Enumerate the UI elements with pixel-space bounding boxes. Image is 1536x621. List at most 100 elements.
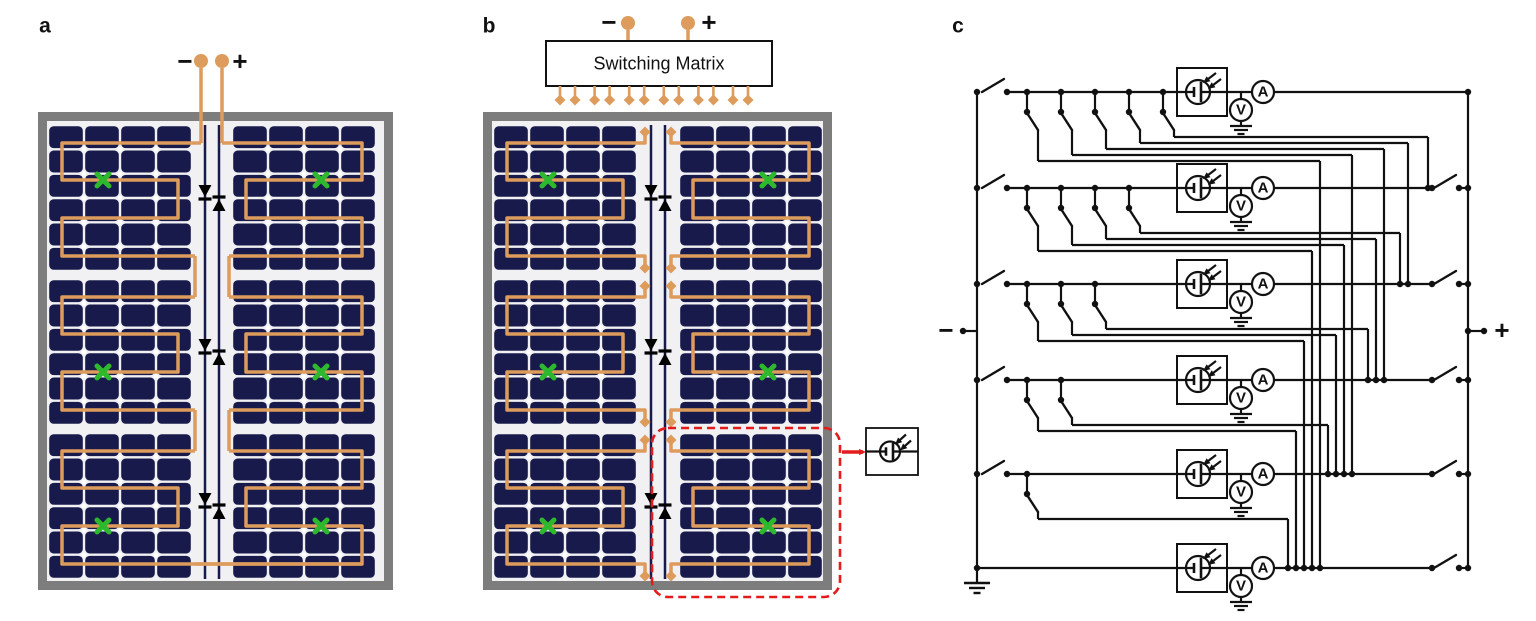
- pv-cell-symbol-icon: [1177, 168, 1227, 202]
- bus-connect-switch: [1432, 269, 1463, 288]
- ground-icon: [1230, 313, 1252, 328]
- matrix-tap-diamond-icon: [673, 94, 685, 106]
- pv-cell-symbol-icon: [1177, 72, 1227, 106]
- hotspot-mark-icon: [94, 171, 112, 189]
- wire-terminal-diamond-icon: [639, 126, 651, 138]
- wire-terminal-diamond-icon: [665, 262, 677, 274]
- matrix-tap-diamond-icon: [727, 94, 739, 106]
- plus-terminal-label: +: [232, 46, 247, 76]
- ammeter-label: A: [1258, 84, 1269, 101]
- crossbar-switch: [1023, 470, 1040, 514]
- pv-cell-symbol-icon: [1177, 454, 1227, 488]
- crossbar-switch: [1091, 280, 1108, 324]
- hotspot-mark-icon: [759, 171, 777, 189]
- hotspot-mark-icon: [312, 171, 330, 189]
- matrix-terminals: −+: [601, 7, 717, 41]
- crossbar-switch: [1057, 280, 1074, 324]
- ammeter: A: [1250, 367, 1276, 393]
- panel-b-switching-matrix-diagram: b−+Switching Matrix: [483, 7, 919, 599]
- panel-a-label: a: [39, 15, 51, 38]
- crossbar-switch: [1023, 280, 1040, 324]
- panel-terminals: −+: [177, 46, 247, 76]
- pv-submodule: [680, 434, 822, 578]
- bypass-diode-pair: [198, 493, 226, 519]
- submodule-highlight: [650, 426, 919, 599]
- hotspot-mark-icon: [759, 517, 777, 535]
- bus-connect-switch: [1432, 459, 1463, 478]
- minus-terminal-label: −: [601, 7, 616, 37]
- crossbar-switch: [1125, 184, 1142, 228]
- wire-terminal-diamond-icon: [639, 280, 651, 292]
- minus-terminal-label: −: [177, 46, 192, 76]
- row-select-switch: [980, 459, 1011, 478]
- pv-cell-symbol-icon: [866, 433, 918, 463]
- matrix-tap-diamond-icon: [658, 94, 670, 106]
- hotspot-mark-icon: [312, 363, 330, 381]
- module-row: [973, 77, 1177, 96]
- crossbar-switch: [1023, 88, 1040, 132]
- module-instruments: VA: [1176, 67, 1472, 136]
- panel-a-module-diagram: a−+: [38, 15, 393, 590]
- matrix-tap-diamond-icon: [604, 94, 616, 106]
- minus-terminal-label: −: [938, 315, 953, 345]
- voltmeter-label: V: [1236, 198, 1246, 215]
- pv-submodule: [494, 434, 636, 578]
- crossbar-switch: [1023, 184, 1040, 228]
- routing-wires: [1023, 88, 1432, 572]
- bypass-diode-pair: [198, 339, 226, 365]
- pv-submodule: [680, 280, 822, 424]
- row-select-switch: [980, 269, 1011, 288]
- voltmeter-label: V: [1236, 578, 1246, 595]
- voltmeter: V: [1228, 284, 1254, 328]
- ammeter: A: [1250, 175, 1276, 201]
- pv-cell-symbol-icon: [1177, 360, 1227, 394]
- row-select-switch: [980, 77, 1011, 96]
- hotspot-mark-icon: [94, 363, 112, 381]
- module-instruments: VA: [1176, 449, 1472, 518]
- matrix-taps: [554, 86, 754, 106]
- bus-connect-switch: [1432, 553, 1463, 572]
- ammeter: A: [1250, 461, 1276, 487]
- voltmeter: V: [1228, 568, 1254, 612]
- matrix-tap-diamond-icon: [623, 94, 635, 106]
- module-instruments: VA: [1176, 355, 1472, 424]
- ground-icon: [1230, 217, 1252, 232]
- wire-terminal-diamond-icon: [665, 280, 677, 292]
- matrix-tap-diamond-icon: [742, 94, 754, 106]
- module-row: [973, 365, 1177, 384]
- pv-submodule: [49, 126, 191, 270]
- wire-terminal-diamond-icon: [665, 570, 677, 582]
- voltmeter-label: V: [1236, 484, 1246, 501]
- hotspot-mark-icon: [312, 517, 330, 535]
- module-row: [973, 459, 1177, 478]
- bypass-diode-pair: [644, 185, 672, 211]
- ground-icon: [1230, 121, 1252, 136]
- matrix-tap-diamond-icon: [569, 94, 581, 106]
- ammeter: A: [1250, 79, 1276, 105]
- voltmeter-label: V: [1236, 102, 1246, 119]
- switching-matrix-label: Switching Matrix: [593, 54, 724, 74]
- wire-terminal-diamond-icon: [639, 262, 651, 274]
- plus-terminal-label: +: [701, 7, 716, 37]
- hotspot-mark-icon: [539, 363, 557, 381]
- wire-terminal-diamond-icon: [665, 126, 677, 138]
- bypass-diode-pair: [198, 185, 226, 211]
- crossbar-switch: [1125, 88, 1142, 132]
- ground-icon: [964, 581, 990, 595]
- crossbar-switch: [1091, 184, 1108, 228]
- crossbar-switch: [1091, 88, 1108, 132]
- ammeter-label: A: [1258, 276, 1269, 293]
- voltmeter-label: V: [1236, 294, 1246, 311]
- wire-terminal-diamond-icon: [665, 416, 677, 428]
- wire-terminal-diamond-icon: [665, 434, 677, 446]
- string-wiring: [505, 126, 811, 582]
- ammeter-label: A: [1258, 560, 1269, 577]
- crossbar-switch: [1057, 376, 1074, 420]
- crossbar-switch: [1057, 184, 1074, 228]
- voltmeter: V: [1228, 474, 1254, 518]
- wire-terminal-diamond-icon: [639, 434, 651, 446]
- plus-terminal-label: +: [1494, 315, 1509, 345]
- wire-terminal-diamond-icon: [639, 570, 651, 582]
